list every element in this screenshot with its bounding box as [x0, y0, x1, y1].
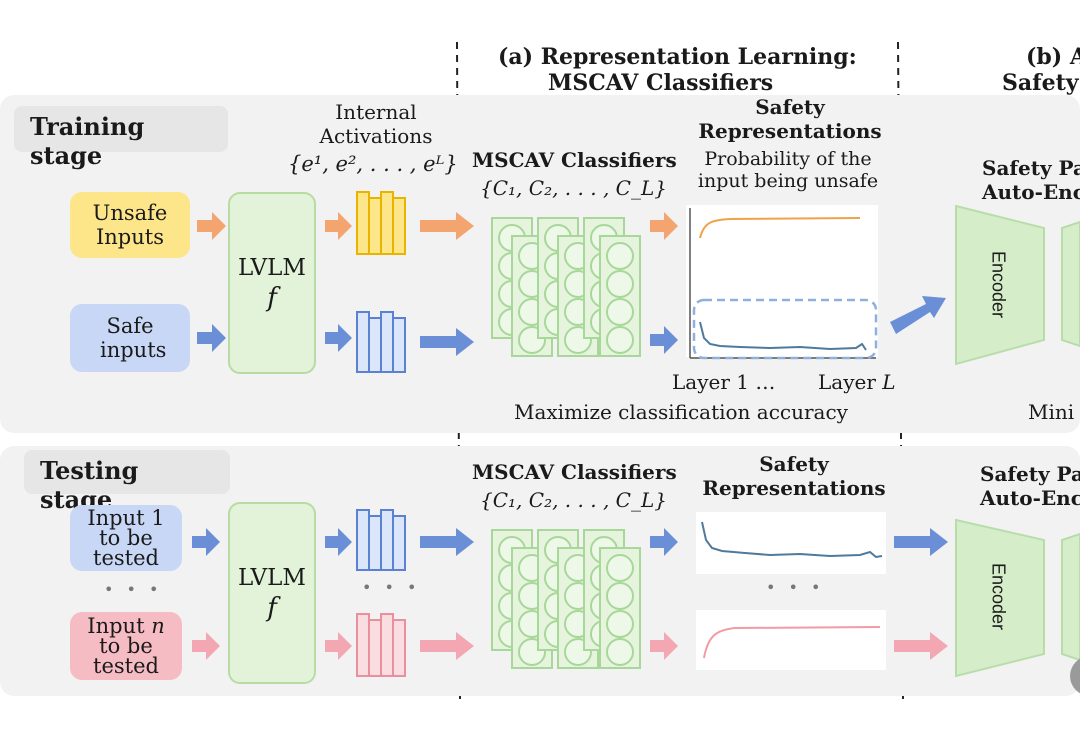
safe-inputs-label: Safe inputs	[100, 314, 167, 362]
encoder-shape-training	[955, 204, 1045, 366]
lvlm-function: f	[267, 283, 277, 313]
decoder-shape-testing	[1061, 532, 1080, 662]
input-1-curve	[701, 521, 883, 559]
input-n-activations-icon	[356, 613, 406, 677]
autoencoder-testing-line1: Safety Pa	[980, 462, 1080, 486]
decoder-shape-training	[1061, 220, 1080, 348]
section-b-title-line1: (b) A	[1026, 44, 1080, 70]
maximize-accuracy-label: Maximize classification accuracy	[514, 400, 848, 424]
autoencoder-title-training: Safety Pa Auto-Enc	[982, 156, 1080, 204]
activations-ellipsis: • • •	[362, 578, 421, 597]
training-stage-label: Training stage	[14, 106, 228, 170]
input-n-box: Input n to be tested	[70, 612, 182, 680]
lvlm-function-testing: f	[267, 593, 277, 623]
classifiers-icon-testing	[491, 529, 641, 669]
input-n-label: Input n to be tested	[87, 614, 165, 678]
input-1-activations-icon	[356, 509, 406, 571]
section-b-title-line2: Safety	[1002, 70, 1079, 96]
probability-line2: input being unsafe	[697, 170, 879, 192]
corner-badge	[1070, 658, 1080, 694]
unsafe-inputs-box: Unsafe Inputs	[70, 192, 190, 258]
section-a-title-line2: MSCAV Classifiers	[548, 70, 774, 96]
section-a-title-line1: (a) Representation Learning:	[498, 44, 857, 70]
input-1-label: Input 1 to be tested	[87, 506, 165, 570]
lvlm-label: LVLM	[238, 255, 306, 281]
safety-rep-line2: Representations	[698, 119, 882, 143]
probability-label: Probability of the input being unsafe	[688, 148, 888, 192]
safe-inputs-box: Safe inputs	[70, 304, 190, 372]
safety-rep-line1: Safety	[755, 95, 825, 119]
safety-rep-title-training: Safety Representations	[690, 95, 890, 143]
autoencoder-line1: Safety Pa	[982, 156, 1080, 180]
layer-end-var: L	[882, 370, 896, 394]
inputs-ellipsis: • • •	[104, 580, 163, 599]
classifiers-title-testing: MSCAV Classifiers	[472, 460, 677, 484]
safety-rep-testing-line1: Safety	[759, 452, 829, 476]
representations-ellipsis: • • •	[766, 578, 825, 597]
internal-activations-line1: Internal	[335, 100, 417, 124]
autoencoder-line2: Auto-Enc	[982, 180, 1080, 204]
minimize-label: Mini	[1028, 400, 1075, 424]
encoder-shape-testing	[955, 518, 1045, 678]
unsafe-activations-icon	[356, 191, 406, 255]
safe-highlight-box	[692, 298, 878, 360]
lvlm-label-testing: LVLM	[238, 565, 306, 591]
safety-rep-testing-line2: Representations	[702, 476, 886, 500]
layer-end-label: Layer L	[818, 370, 896, 394]
safe-activations-icon	[356, 311, 406, 373]
lvlm-box-training: LVLM f	[228, 192, 316, 374]
unsafe-inputs-label: Unsafe Inputs	[92, 201, 168, 249]
layer-end-word: Layer	[818, 370, 876, 394]
training-probability-chart	[686, 205, 878, 357]
activations-set: {e¹, e², . . . , eᴸ}	[288, 152, 458, 176]
autoencoder-testing-line2: Auto-Enc	[980, 486, 1080, 510]
safety-rep-title-testing: Safety Representations	[694, 452, 894, 500]
safe-probability-curve	[699, 321, 867, 351]
classifiers-icon-training	[491, 217, 641, 357]
lvlm-box-testing: LVLM f	[228, 502, 316, 684]
encoder-label-training: Encoder	[988, 250, 1009, 319]
classifiers-title-training: MSCAV Classifiers	[472, 148, 677, 172]
layer-start-label: Layer 1 …	[672, 370, 776, 394]
internal-activations-label: Internal Activations	[318, 100, 434, 148]
probability-line1: Probability of the	[704, 148, 872, 170]
arrows-training	[197, 212, 946, 356]
classifiers-set-testing: {C₁, C₂, . . . , C_L}	[480, 488, 667, 512]
arrows-testing	[192, 528, 948, 660]
internal-activations-line2: Activations	[319, 124, 433, 148]
encoder-label-testing: Encoder	[988, 562, 1009, 631]
autoencoder-title-testing: Safety Pa Auto-Enc	[980, 462, 1080, 510]
unsafe-probability-curve	[699, 217, 861, 239]
testing-chart-1	[696, 512, 886, 574]
input-n-curve	[703, 626, 881, 659]
input-1-box: Input 1 to be tested	[70, 505, 182, 571]
classifiers-set-training: {C₁, C₂, . . . , C_L}	[480, 176, 667, 200]
testing-chart-n	[696, 610, 886, 670]
testing-stage-label: Testing stage	[24, 450, 230, 514]
